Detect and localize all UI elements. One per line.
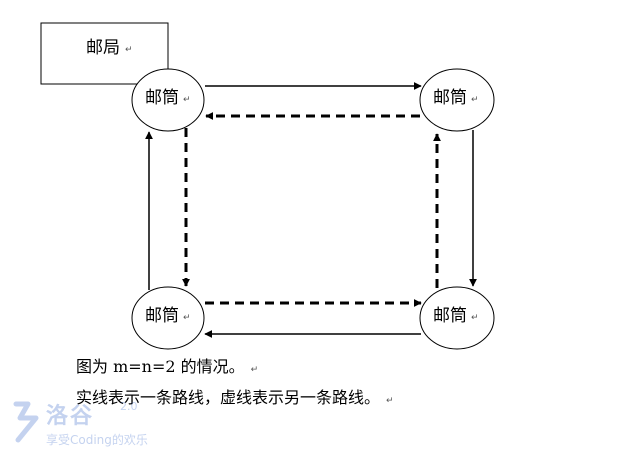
paragraph-mark: ↵ [183,95,191,105]
mailbox-bottom-right: 邮筒 ↵ [419,286,495,350]
mailbox-top-left: 邮筒 ↵ [131,68,205,132]
mailbox-top-right: 邮筒 ↵ [419,68,495,132]
mailbox-label: 邮筒 [433,306,467,326]
mailbox-label: 邮筒 [145,88,179,108]
mailbox-label: 邮筒 [433,88,467,108]
luogu-logo-icon [13,401,39,443]
post-office-box [40,22,169,85]
caption-text: 图为 m=n=2 的情况。 [76,357,245,376]
caption-line-1: 图为 m=n=2 的情况。 ↵ [76,353,258,377]
paragraph-mark: ↵ [250,365,259,375]
watermark-version: 2.0 [120,400,138,413]
mailbox-label: 邮筒 [145,306,179,326]
paragraph-mark: ↵ [386,396,394,406]
paragraph-mark: ↵ [125,45,133,55]
post-office-label: 邮局 [86,38,120,58]
paragraph-mark: ↵ [183,313,191,323]
mailbox-bottom-left: 邮筒 ↵ [131,286,205,350]
paragraph-mark: ↵ [471,313,479,323]
caption-line-2: 实线表示一条路线，虚线表示另一条路线。 ↵ [76,384,394,408]
watermark-slogan: 享受Coding的欢乐 [46,433,148,447]
paragraph-mark: ↵ [471,95,479,105]
watermark-name: 洛谷 [46,404,95,429]
caption-text: 实线表示一条路线，虚线表示另一条路线。 [76,388,381,407]
luogu-watermark: 洛谷 2.0 享受Coding的欢乐 [10,398,190,448]
